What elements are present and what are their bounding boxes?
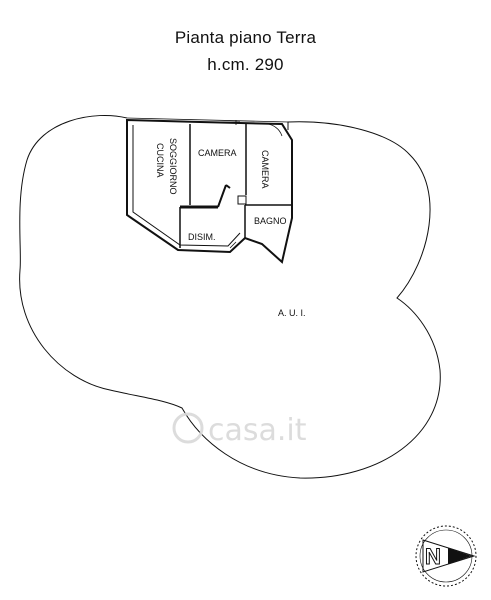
room-label-soggiorno: SOGGIORNO xyxy=(168,138,178,195)
room-label-camera-2: CAMERA xyxy=(260,150,270,189)
compass-letter: N xyxy=(425,544,441,569)
inner-wall-line xyxy=(132,125,241,247)
aui-boundary xyxy=(19,115,441,479)
watermark: casa.it xyxy=(172,412,307,448)
north-compass-icon: N xyxy=(415,525,477,587)
door-mark xyxy=(229,241,237,249)
plan-top-edge xyxy=(126,117,289,123)
watermark-logo-icon xyxy=(172,412,204,444)
plan-title: Pianta piano Terra xyxy=(174,28,317,47)
area-label-aui: A. U. I. xyxy=(278,308,306,318)
wall-angled-end xyxy=(225,184,231,189)
door-swing-camera xyxy=(261,123,283,137)
wall-detail xyxy=(190,120,240,125)
wall-angled xyxy=(217,184,227,208)
room-label-cucina: CUCINA xyxy=(155,143,165,178)
room-label-camera: CAMERA xyxy=(198,148,237,158)
plan-height-note: h.cm. 290 xyxy=(207,55,284,74)
wall-bagno xyxy=(244,204,292,238)
watermark-text: casa.it xyxy=(208,413,307,448)
room-label-bagno: BAGNO xyxy=(254,216,287,226)
column xyxy=(237,195,247,205)
room-label-disimpegno: DISIM. xyxy=(188,232,216,242)
